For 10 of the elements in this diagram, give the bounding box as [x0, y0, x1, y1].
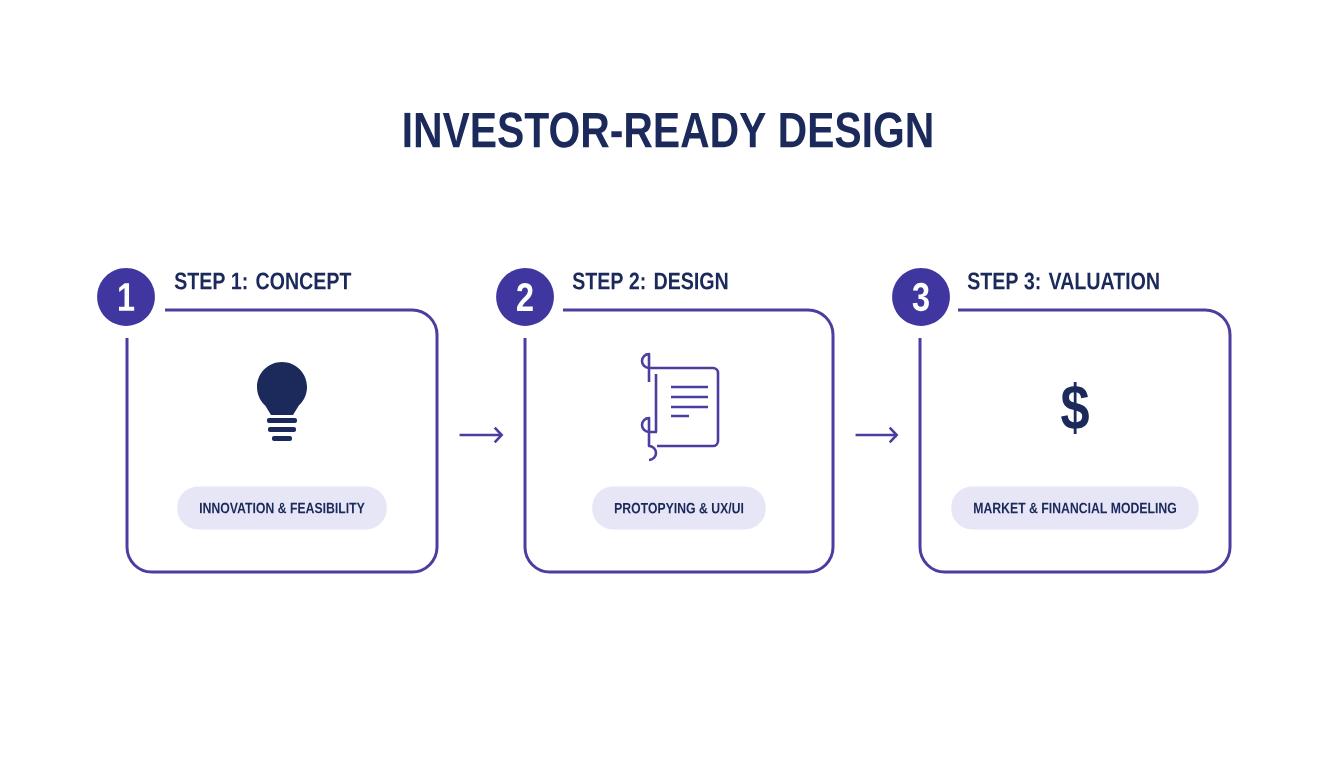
step-heading: STEP 3: VALUATION	[967, 272, 1159, 290]
tag-pill: MARKET & FINANCIAL MODELING	[951, 486, 1199, 530]
step-heading: STEP 2: DESIGN	[572, 272, 728, 290]
dollar-sign: $	[1061, 381, 1089, 435]
title: INVESTOR-READY DESIGN	[404, 112, 932, 148]
step-heading: STEP 1: CONCEPT	[174, 272, 352, 290]
arrow	[459, 426, 504, 444]
arrow	[855, 426, 899, 444]
tag-pill: PROTOPYING & UX/UI	[592, 486, 766, 530]
tag-pill: INNOVATION & FEASIBILITY	[177, 486, 387, 530]
